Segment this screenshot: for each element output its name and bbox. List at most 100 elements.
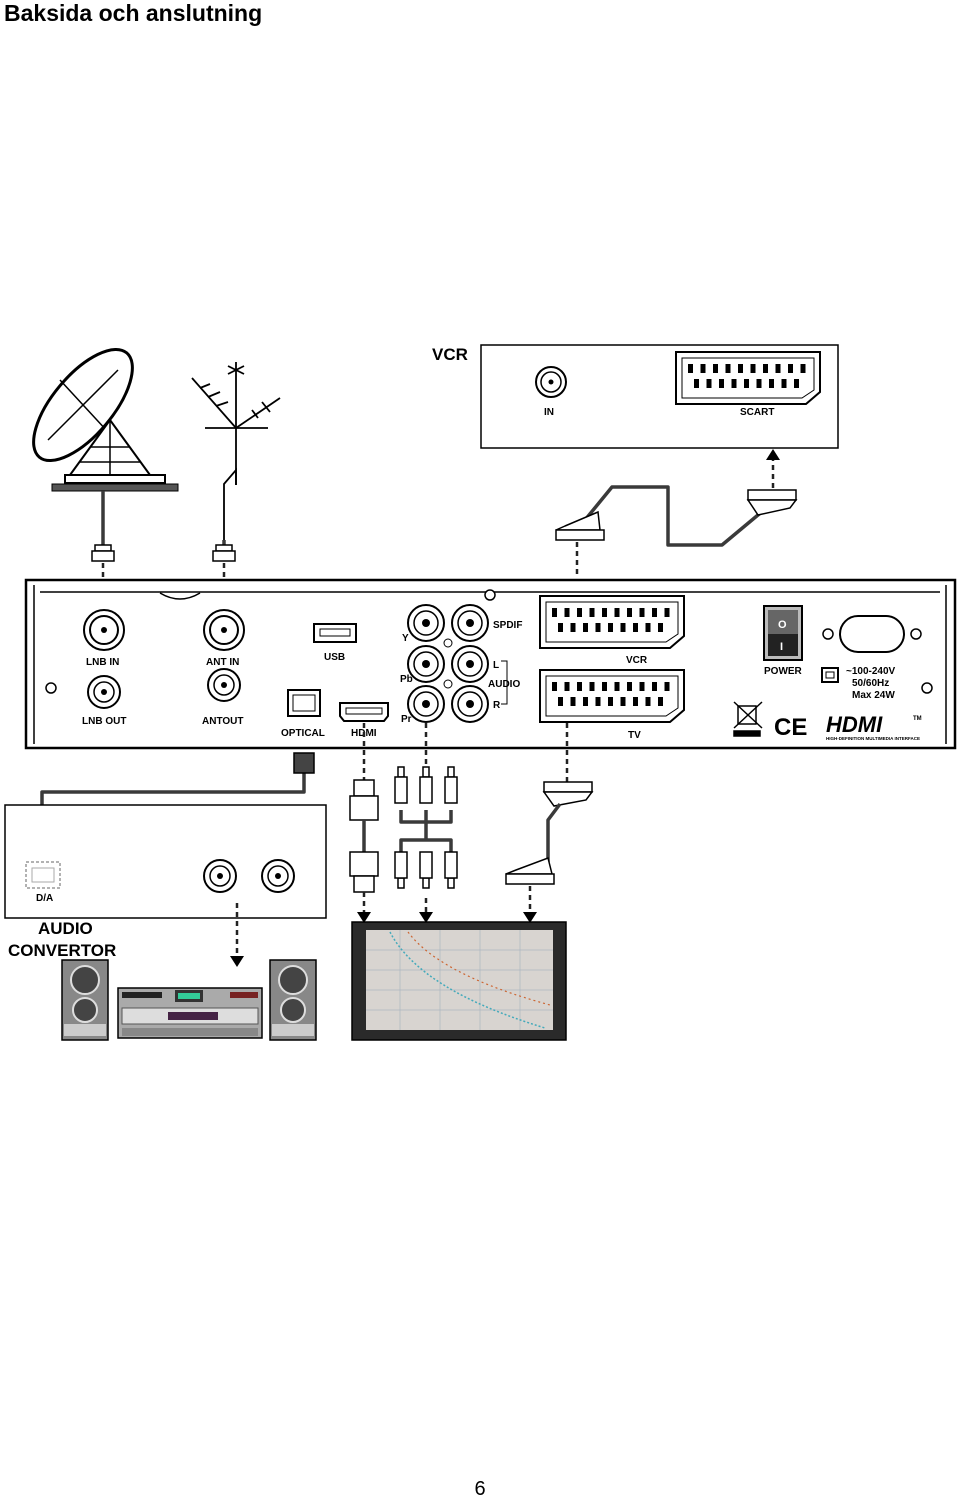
scart-tv-socket[interactable] [539,669,685,723]
scart-pin [731,379,737,388]
scart-plug-icon [746,489,798,516]
optical-port[interactable] [287,689,321,717]
lnb-out-jack[interactable] [87,675,121,709]
vcr-device: VCR IN SCART [432,344,839,449]
scart-pin [614,682,620,691]
spdif-label: SPDIF [493,620,522,631]
rca-audio-l-jack[interactable] [451,645,489,683]
da-label: D/A [36,893,53,904]
optical-label: OPTICAL [281,728,325,739]
audio-converter: D/A AUDIO CONVERTOR [4,804,327,967]
scart-vcr-socket[interactable] [539,595,685,649]
scart-pin [627,608,632,617]
vcr-scart-label: SCART [740,407,774,418]
antenna-icon [191,362,281,540]
scart-pin [664,682,670,691]
scart-pin [595,697,601,706]
scart-pin [788,364,793,373]
scart-pin [602,608,607,617]
hdmi-logo: HDMI [826,712,883,737]
scart-pin [652,682,657,691]
scart-pin [595,623,601,632]
scart-pin [658,697,663,706]
receiver-rear-panel: LNB IN LNB OUT ANT IN ANTOUT USB [24,578,957,750]
scart-pin [664,608,670,617]
scart-pin [620,623,626,632]
scart-pin [552,682,557,691]
scart-pin [577,608,582,617]
usb-port[interactable] [313,623,357,643]
power-on-mark: I [780,641,783,653]
ant-out-jack[interactable] [207,668,241,702]
scart-pin [608,697,613,706]
audio-label: AUDIO [488,679,520,690]
scart-plug-icon [505,857,555,885]
stereo-amplifier-icon [117,987,263,1039]
pr-label: Pr [401,714,412,725]
scart-pin [602,682,607,691]
scart-pin [633,697,638,706]
scart-pin [614,608,620,617]
lnb-in-label: LNB IN [86,657,119,668]
scart-pin [627,682,632,691]
rca-plug-icon [394,766,408,804]
scart-pin [763,364,768,373]
scart-pin [564,608,570,617]
power-switch[interactable]: O I [763,605,803,661]
hdmi-plug-icon [349,851,379,893]
scart-pin [750,364,756,373]
scart-pin [645,623,651,632]
scart-pin [775,364,781,373]
scart-pin [719,379,724,388]
rca-audio-r-jack[interactable] [451,685,489,723]
rca-spdif-jack[interactable] [451,604,489,642]
scart-pin [558,623,563,632]
rca-pb-jack[interactable] [407,645,445,683]
audio-convertor-title-2: CONVERTOR [8,941,116,960]
scart-pin [769,379,774,388]
scart-plug-icon [542,781,594,807]
scart-vcr-label: VCR [626,655,648,666]
scart-pin [688,364,693,373]
frequency-label: 50/60Hz [852,678,889,689]
mains-inlet [822,615,922,653]
scart-pin [589,682,595,691]
scart-plug-icon [555,510,605,541]
scart-pin [583,623,588,632]
scart-pin [589,608,595,617]
component-cable [394,723,458,923]
scart-pin [658,623,663,632]
vcr-title: VCR [432,345,468,364]
hdmi-tagline: HIGH-DEFINITION MULTIMEDIA INTERFACE [826,736,920,741]
rca-pr-jack[interactable] [407,685,445,723]
scart-pin [706,379,712,388]
scart-pin [744,379,749,388]
scart-pin [608,623,613,632]
scart-pin [583,697,588,706]
scart-pin [570,623,576,632]
vcr-in-label: IN [544,407,554,418]
hdmi-port[interactable] [339,702,389,722]
rca-y-jack[interactable] [407,604,445,642]
rca-plug-icon [394,851,408,889]
scart-pin [794,379,799,388]
scart-pin [700,364,706,373]
scart-pin [639,682,645,691]
scart-pin [725,364,731,373]
speaker-icon [61,959,109,1041]
audio-r-label: R [493,700,501,711]
scart-pin [800,364,806,373]
scart-pin [633,623,638,632]
ant-in-label: ANT IN [206,657,239,668]
scart-pin [738,364,743,373]
rca-plug-icon [444,851,458,889]
scart-pin [552,608,557,617]
voltage-label: ~100-240V [846,666,896,677]
hdmi-plug-icon [349,779,379,821]
weee-bin-icon [733,701,763,737]
ce-mark: CE [774,714,807,741]
ant-in-jack[interactable] [203,609,245,651]
lnb-in-jack[interactable] [83,609,125,651]
scart-pin [781,379,787,388]
hdmi-tm: TM [913,716,922,722]
